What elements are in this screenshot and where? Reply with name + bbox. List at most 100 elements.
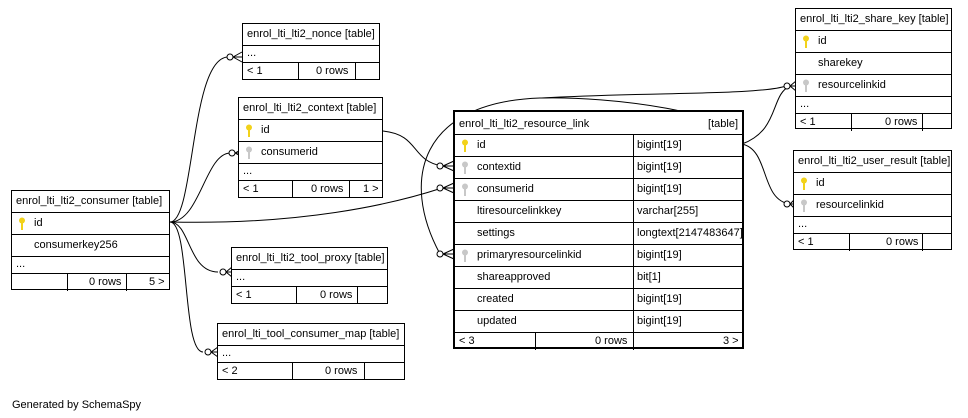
- table-type-tag: [table]: [369, 328, 400, 340]
- table-tool-proxy[interactable]: enrol_lti_lti2_tool_proxy [table] ... < …: [231, 247, 388, 304]
- column-type: bigint[19]: [633, 179, 742, 200]
- crowfoot-marker: [228, 149, 236, 157]
- parents-count: < 2: [222, 365, 238, 377]
- table-footer: 0 rows 5 >: [12, 274, 169, 291]
- foreign-key-icon: [246, 146, 252, 159]
- table-name: enrol_lti_lti2_nonce: [247, 28, 342, 40]
- column-name: updated: [477, 315, 517, 327]
- parents-count: < 1: [798, 236, 814, 248]
- table-type-tag: [table]: [920, 155, 951, 167]
- row-count: 0 rows: [89, 276, 122, 288]
- column-name: created: [477, 293, 514, 305]
- table-name: enrol_lti_lti2_consumer: [16, 195, 130, 207]
- children-count: 3 >: [723, 335, 739, 347]
- table-type-tag: [table]: [344, 28, 375, 40]
- table-name: enrol_lti_lti2_share_key: [800, 13, 916, 25]
- table-resource-link[interactable]: enrol_lti_lti2_resource_link [table] id …: [453, 110, 744, 350]
- link-consumer-resourcelink: [169, 187, 443, 223]
- column-name: sharekey: [818, 57, 863, 69]
- column-name: settings: [477, 227, 515, 239]
- table-footer: < 1 0 rows 1 >: [239, 181, 382, 198]
- more-columns: ...: [232, 270, 387, 287]
- table-footer: < 3 0 rows 3 >: [455, 333, 742, 350]
- table-name: enrol_lti_lti2_user_result: [798, 155, 918, 167]
- table-share-key[interactable]: enrol_lti_lti2_share_key [table] id shar…: [795, 8, 952, 131]
- column-name: id: [477, 139, 486, 151]
- more-columns: ...: [239, 164, 382, 181]
- table-header: enrol_lti_lti2_tool_proxy [table]: [232, 248, 387, 270]
- table-footer: < 1 0 rows: [243, 63, 379, 80]
- table-user-result[interactable]: enrol_lti_lti2_user_result [table] id re…: [793, 150, 952, 251]
- column-row: resourcelinkid: [796, 75, 951, 97]
- table-header: enrol_lti_lti2_share_key [table]: [796, 9, 951, 31]
- row-count: 0 rows: [325, 365, 358, 377]
- children-count: 1 >: [363, 183, 379, 195]
- column-row: ltiresourcelinkkey varchar[255]: [455, 201, 742, 223]
- column-name: id: [34, 217, 43, 229]
- table-name: enrol_lti_tool_consumer_map: [222, 328, 367, 340]
- table-consumer[interactable]: enrol_lti_lti2_consumer [table] id consu…: [11, 190, 170, 291]
- link-context-resourcelink: [382, 130, 443, 167]
- column-row: id: [239, 120, 382, 142]
- crowfoot-marker: [436, 184, 444, 192]
- parents-count: < 1: [800, 116, 816, 128]
- link-consumer-nonce: [169, 56, 229, 223]
- column-type: bigint[19]: [633, 135, 742, 156]
- parents-count: < 1: [243, 183, 259, 195]
- crowfoot-marker: [436, 162, 444, 170]
- column-name: primaryresourcelinkid: [477, 249, 582, 261]
- row-count: 0 rows: [320, 289, 353, 301]
- table-name: enrol_lti_lti2_resource_link: [459, 118, 590, 130]
- table-context[interactable]: enrol_lti_lti2_context [table] id consum…: [238, 97, 383, 198]
- column-row: sharekey: [796, 53, 951, 75]
- more-columns: ...: [218, 346, 404, 363]
- more-columns: ...: [12, 257, 169, 274]
- table-footer: < 2 0 rows: [218, 363, 404, 380]
- column-row: contextid bigint[19]: [455, 157, 742, 179]
- table-type-tag: [table]: [346, 102, 377, 114]
- column-row: settings longtext[2147483647]: [455, 223, 743, 245]
- column-name: consumerkey256: [34, 239, 118, 251]
- table-header: enrol_lti_lti2_consumer [table]: [12, 191, 169, 213]
- row-count: 0 rows: [885, 116, 918, 128]
- column-name: id: [261, 124, 270, 136]
- children-count: 5 >: [149, 276, 165, 288]
- column-type: bigint[19]: [633, 311, 742, 332]
- primary-key-icon: [803, 35, 809, 48]
- table-type-tag: [table]: [132, 195, 163, 207]
- table-header: enrol_lti_lti2_context [table]: [239, 98, 382, 120]
- primary-key-icon: [19, 217, 25, 230]
- column-type: bigint[19]: [633, 289, 742, 310]
- column-name: resourcelinkid: [818, 79, 886, 91]
- column-name: id: [816, 177, 825, 189]
- table-header: enrol_lti_lti2_resource_link [table]: [455, 112, 742, 135]
- link-resourcelink-userresult: [741, 143, 791, 205]
- crowfoot-marker: [204, 348, 212, 356]
- crowfoot-marker: [783, 200, 791, 208]
- table-nonce[interactable]: enrol_lti_lti2_nonce [table] ... < 1 0 r…: [242, 23, 380, 80]
- column-row: id bigint[19]: [455, 135, 742, 157]
- link-consumer-toolproxy: [169, 221, 219, 273]
- foreign-key-icon: [462, 161, 468, 174]
- column-name: resourcelinkid: [816, 199, 884, 211]
- foreign-key-icon: [462, 249, 468, 262]
- crowfoot-marker: [436, 250, 444, 258]
- table-header: enrol_lti_tool_consumer_map [table]: [218, 324, 404, 346]
- table-name: enrol_lti_lti2_tool_proxy: [236, 252, 352, 264]
- row-count: 0 rows: [886, 236, 919, 248]
- row-count: 0 rows: [311, 183, 344, 195]
- column-name: id: [818, 35, 827, 47]
- more-columns: ...: [243, 46, 379, 63]
- table-type-tag: [table]: [354, 252, 385, 264]
- column-type: bigint[19]: [633, 245, 742, 266]
- foreign-key-icon: [803, 79, 809, 92]
- column-name: shareapproved: [477, 271, 551, 283]
- table-tool-consumer-map[interactable]: enrol_lti_tool_consumer_map [table] ... …: [217, 323, 405, 380]
- column-type: bit[1]: [633, 267, 742, 288]
- column-row: consumerkey256: [12, 235, 169, 257]
- column-type: varchar[255]: [633, 201, 742, 222]
- table-type-tag: [table]: [708, 118, 738, 130]
- row-count: 0 rows: [316, 65, 349, 77]
- primary-key-icon: [246, 124, 252, 137]
- column-type: bigint[19]: [633, 157, 742, 178]
